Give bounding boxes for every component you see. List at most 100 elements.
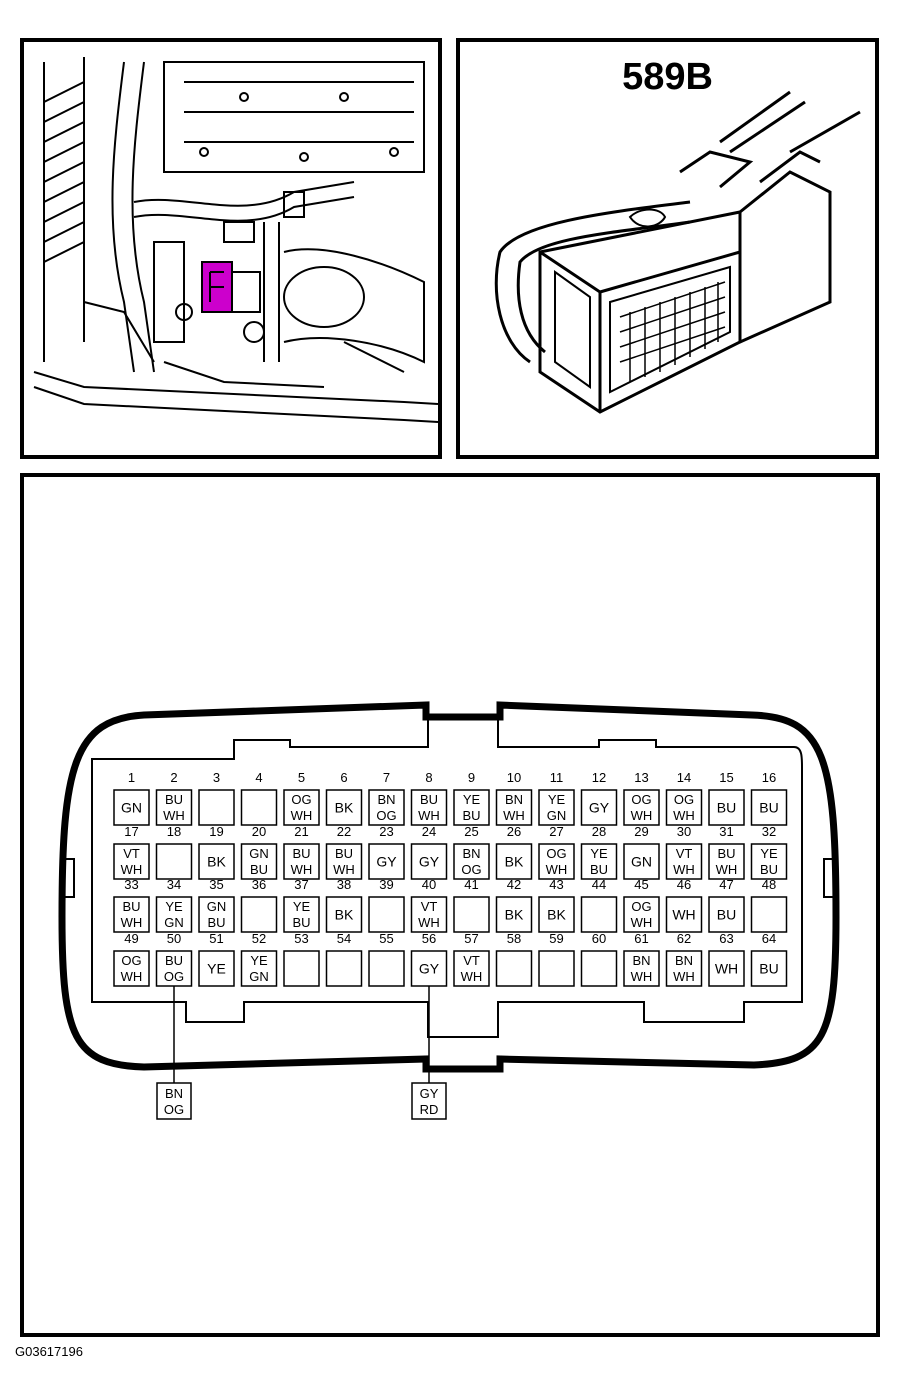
- pin-box: [750, 789, 788, 826]
- connector-illustration: [494, 90, 861, 414]
- pin-number: 62: [677, 931, 691, 946]
- wire-color-primary: OG: [121, 953, 141, 968]
- wire-color-primary: OG: [546, 846, 566, 861]
- pin-box: [538, 843, 575, 880]
- pin-number: 19: [209, 824, 223, 839]
- pin-number: 15: [719, 770, 733, 785]
- wire-color-stripe: WH: [503, 808, 525, 823]
- wire-color-primary: BN: [505, 792, 523, 807]
- pin-cavity: 48: [750, 877, 788, 933]
- pin-number: 3: [213, 770, 220, 785]
- wire-color-stripe: GN: [547, 808, 567, 823]
- pin-number: 44: [592, 877, 606, 892]
- wire-color: BK: [547, 907, 566, 923]
- pin-box: [198, 950, 235, 987]
- wire-color-stripe: WH: [121, 862, 143, 877]
- callout-wire-color-stripe: OG: [164, 1102, 184, 1117]
- pin-number: 36: [252, 877, 266, 892]
- wire-color-stripe: WH: [631, 808, 653, 823]
- pin-number: 1: [128, 770, 135, 785]
- wire-color-stripe: WH: [418, 808, 440, 823]
- pin-number: 34: [167, 877, 181, 892]
- pin-box: [453, 789, 490, 826]
- wire-color-stripe: WH: [291, 808, 313, 823]
- pin-number: 49: [124, 931, 138, 946]
- pin-number: 64: [762, 931, 776, 946]
- pin-box: [708, 843, 745, 880]
- pin-number: 42: [507, 877, 521, 892]
- wire-color-primary: YE: [293, 899, 311, 914]
- pin-number: 63: [719, 931, 733, 946]
- pin-number: 32: [762, 824, 776, 839]
- pin-box: [410, 896, 448, 933]
- pin-number: 12: [592, 770, 606, 785]
- wire-color: WH: [715, 961, 738, 977]
- pin-cavity: 41: [453, 877, 490, 933]
- wire-color-stripe: GN: [164, 915, 184, 930]
- pin-number: 4: [255, 770, 262, 785]
- pin-box: [623, 789, 660, 826]
- pin-cavity: 54: [325, 931, 363, 987]
- pin-box: [410, 843, 448, 880]
- pin-number: 20: [252, 824, 266, 839]
- pin-box: [240, 789, 278, 826]
- pin-box: [155, 896, 193, 933]
- pin-box: [453, 950, 490, 987]
- pin-number: 40: [422, 877, 436, 892]
- pin-box: [113, 843, 150, 880]
- pin-box: [623, 950, 660, 987]
- callout-wire-color-primary: BN: [165, 1086, 183, 1101]
- pin-box: [580, 950, 618, 987]
- wire-color-primary: BN: [377, 792, 395, 807]
- wire-color-stripe: WH: [291, 862, 313, 877]
- wire-color-primary: OG: [631, 899, 651, 914]
- connector-location-panel: [20, 38, 442, 459]
- wire-color-stripe: OG: [461, 862, 481, 877]
- wire-color-stripe: WH: [673, 862, 695, 877]
- pin-box: [198, 843, 235, 880]
- wire-color-stripe: WH: [716, 862, 738, 877]
- pin-box: [155, 789, 193, 826]
- pin-number: 25: [464, 824, 478, 839]
- pin-number: 43: [549, 877, 563, 892]
- wire-color-stripe: BU: [590, 862, 608, 877]
- pin-number: 11: [550, 770, 564, 785]
- pin-number: 50: [167, 931, 181, 946]
- wire-color: GY: [419, 854, 440, 870]
- pin-number: 7: [383, 770, 390, 785]
- wire-color-stripe: WH: [546, 862, 568, 877]
- pin-number: 18: [167, 824, 181, 839]
- pin-box: [368, 843, 405, 880]
- pin-number: 31: [719, 824, 733, 839]
- wire-color-stripe: WH: [121, 969, 143, 984]
- pin-cavity: 53: [283, 931, 320, 987]
- pin-box: [750, 950, 788, 987]
- pin-number: 37: [294, 877, 308, 892]
- wire-color-primary: OG: [291, 792, 311, 807]
- wire-color-primary: YE: [250, 953, 268, 968]
- wire-color-primary: OG: [674, 792, 694, 807]
- pin-box: [580, 843, 618, 880]
- pin-number: 8: [425, 770, 432, 785]
- pin-box: [368, 896, 405, 933]
- wire-color: BU: [717, 800, 736, 816]
- pin-box: [495, 950, 533, 987]
- pin-box: [240, 950, 278, 987]
- pin-number: 22: [337, 824, 351, 839]
